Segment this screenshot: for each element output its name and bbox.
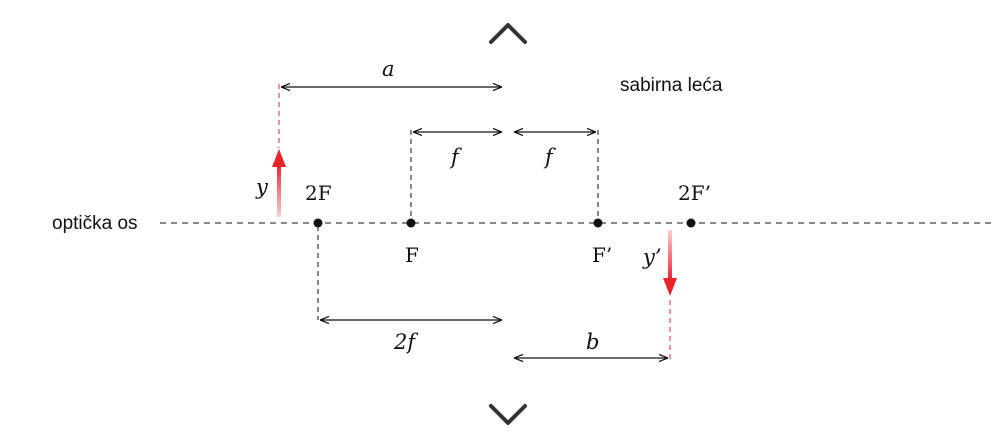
distance-label-f-right: f [543, 145, 556, 169]
point-label-f-left: F [405, 243, 419, 267]
point-f-left [406, 218, 416, 228]
object-label: y [255, 175, 269, 199]
lens-label: sabirna leća [620, 75, 723, 96]
distance-label-b: b [586, 330, 599, 354]
point-2f-right [686, 218, 696, 228]
extension-lines [317, 130, 599, 320]
converging-lens [489, 23, 527, 425]
object-arrow [272, 149, 286, 217]
point-label-2f-right: 2F’ [678, 181, 711, 205]
image-label: y’ [642, 245, 662, 269]
point-2f-left [313, 218, 323, 228]
optical-axis-label: optička os [52, 213, 138, 234]
image-arrow [663, 230, 677, 296]
point-f-right [593, 218, 603, 228]
point-label-f-right: F’ [592, 243, 612, 267]
distance-label-2f: 2f [393, 330, 418, 354]
point-label-2f-left: 2F [305, 181, 332, 205]
dimension-lines [281, 87, 668, 358]
focal-points [313, 218, 696, 228]
distance-label-a: a [382, 57, 395, 81]
distance-label-f-left: f [449, 145, 462, 169]
